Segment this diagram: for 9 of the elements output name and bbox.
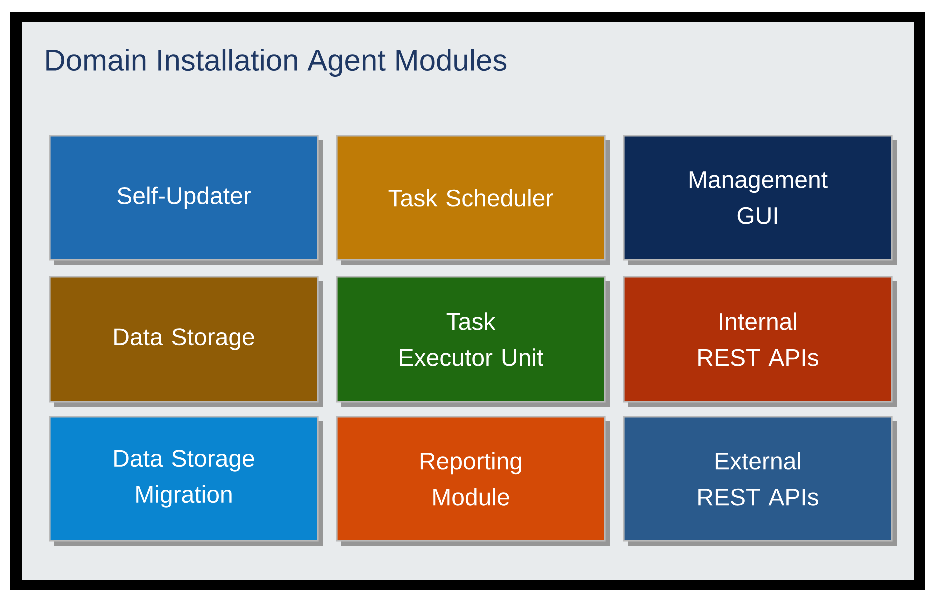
module-box: Data Storage	[49, 276, 323, 407]
module-box: Self-Updater	[49, 135, 323, 265]
module-box: Internal REST APIs	[623, 276, 897, 407]
module-box: Reporting Module	[336, 416, 610, 546]
module-box: External REST APIs	[623, 416, 897, 546]
module-box: Task Executor Unit	[336, 276, 610, 407]
module-box: Management GUI	[623, 135, 897, 265]
module-box: Data Storage Migration	[49, 416, 323, 546]
module-box: Task Scheduler	[336, 135, 610, 265]
